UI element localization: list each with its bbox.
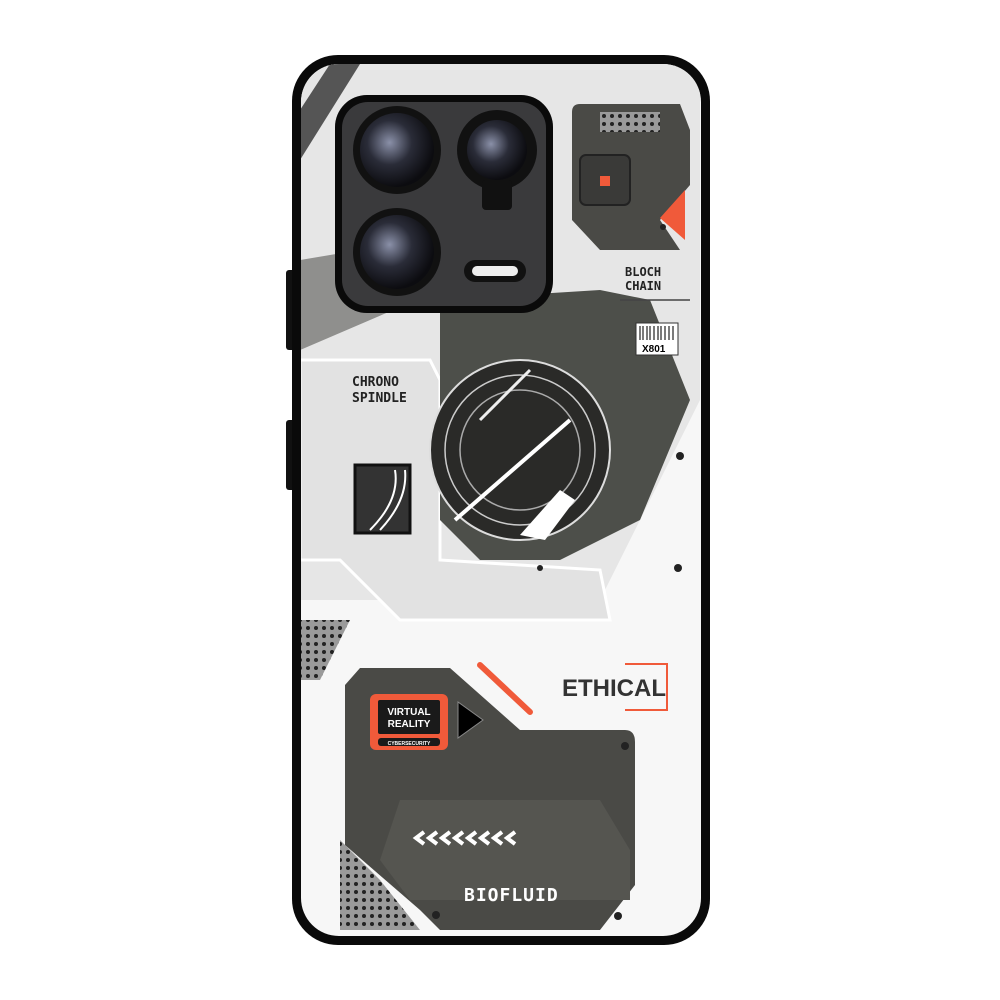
bloch-label-1: BLOCH [625, 265, 661, 279]
speaker-grille [301, 620, 350, 680]
orange-bar [477, 662, 533, 715]
play-triangle-icon [457, 701, 484, 739]
screws [432, 224, 684, 920]
chrono-window [353, 463, 412, 535]
arrow-icon [453, 418, 572, 522]
chrono-label-2: SPINDLE [352, 391, 407, 406]
chevrons-icon [412, 830, 517, 846]
vr-label-1: VIRTUAL [387, 707, 430, 718]
orange-triangle [660, 190, 685, 240]
chrono-label-1: CHRONO [352, 375, 399, 390]
spindle-disc [429, 359, 611, 541]
ethical-frame [625, 663, 668, 711]
ethical-label: ETHICAL [562, 675, 666, 702]
bloch-label-2: CHAIN [625, 279, 661, 293]
speaker-grille [340, 840, 420, 930]
chrono-panel [301, 358, 612, 622]
barcode-code: X801 [642, 344, 666, 355]
vr-label-2: REALITY [388, 719, 431, 730]
biofluid-label: BIOFLUID [464, 885, 559, 906]
vr-sublabel: CYBERSECURITY [388, 741, 431, 747]
